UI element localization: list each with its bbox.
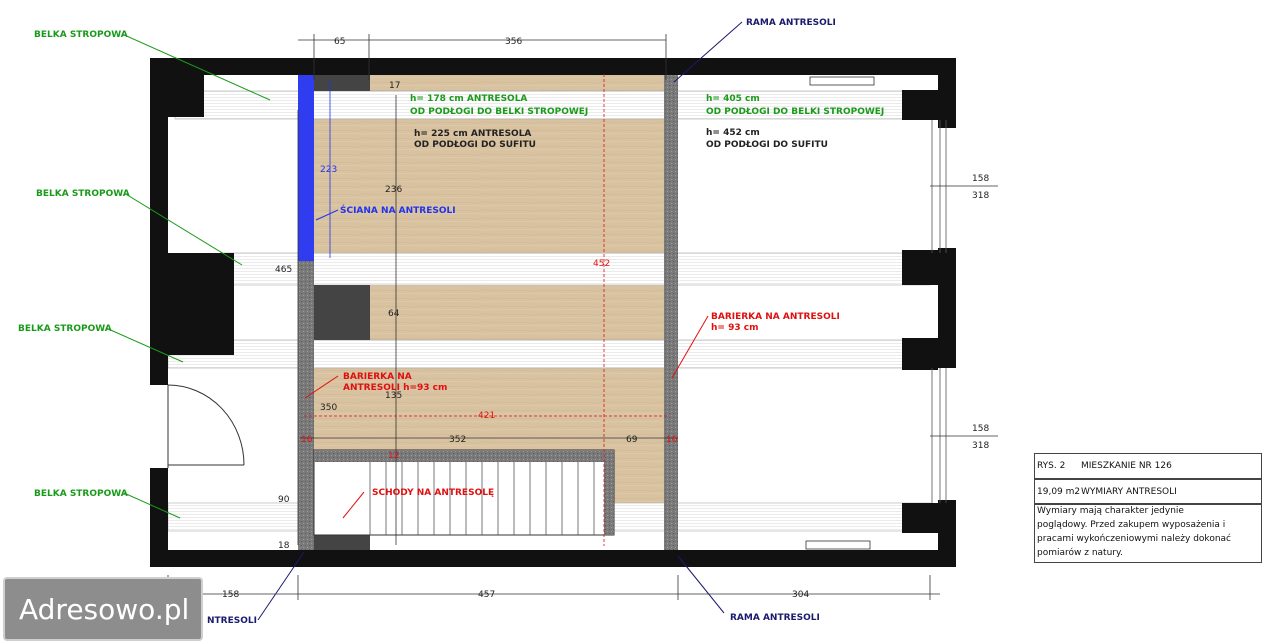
beam-label-top: BELKA STROPOWA (34, 30, 128, 40)
dim-158-right-2: 158 (972, 424, 989, 434)
height-405-line2: OD PODŁOGI DO BELKI STROPOWEJ (706, 107, 884, 117)
note-line-3: pracami wykończeniowymi należy dokonać (1037, 534, 1231, 544)
dim-352: 352 (449, 435, 466, 445)
dim-64: 64 (388, 309, 400, 319)
dim-318-right-1: 318 (972, 191, 989, 201)
beam-label-mid-2: BELKA STROPOWA (18, 324, 112, 334)
dim-16-right: 16 (666, 435, 678, 445)
dim-16-left: 16 (301, 435, 313, 445)
dim-304: 304 (792, 590, 809, 600)
dim-452: 452 (593, 259, 610, 269)
dim-465: 465 (275, 265, 292, 275)
entrance-door (167, 384, 245, 468)
info-box: RYS. 2 MIESZKANIE NR 126 19,09 m2 WYMIAR… (1034, 453, 1262, 563)
disclaimer-note: Wymiary mają charakter jedynie poglądowy… (1034, 503, 1262, 563)
dimension-lines (160, 34, 998, 600)
dim-350: 350 (320, 403, 337, 413)
frame-mid-piece (314, 285, 370, 340)
stairs-frame (314, 450, 614, 462)
note-line-4: pomiarów z natury. (1037, 548, 1123, 558)
beam-mid-1 (219, 252, 931, 286)
dim-90: 90 (278, 495, 290, 505)
stairs-side (604, 450, 614, 535)
frame-label-bottom-left: NTRESOLI (207, 616, 257, 626)
dim-457: 457 (478, 590, 495, 600)
apartment-name: MIESZKANIE NR 126 (1081, 461, 1172, 471)
stair-treads (369, 462, 595, 535)
windows-right (931, 120, 947, 503)
logo-text: Adresowo.pl (19, 593, 190, 626)
height-225-line2: OD PODŁOGI DO SUFITU (414, 140, 536, 150)
dim-421: 421 (478, 411, 495, 421)
height-178-line2: OD PODŁOGI DO BELKI STROPOWEJ (410, 107, 588, 117)
mezzanine-wall (298, 75, 314, 261)
beam-label-mid-1: BELKA STROPOWA (36, 189, 130, 199)
stairs-label: SCHODY NA ANTRESOLĘ (372, 488, 494, 498)
frame-label-bottom: RAMA ANTRESOLI (730, 613, 820, 623)
info-row-1: RYS. 2 MIESZKANIE NR 126 (1034, 453, 1262, 479)
barrier-label-left: BARIERKA NA (343, 372, 412, 382)
leader-lines-red (304, 315, 709, 519)
drawing-number: RYS. 2 (1037, 461, 1066, 471)
mezzanine-floor-mid (314, 285, 664, 340)
barrier-height-left: ANTRESOLI h=93 cm (343, 383, 447, 393)
dim-318-right-2: 318 (972, 441, 989, 451)
height-405-line1: h= 405 cm (706, 94, 760, 104)
frame-right (664, 75, 678, 550)
dim-223: 223 (320, 165, 337, 175)
dim-65: 65 (334, 37, 345, 47)
height-178-line1: h= 178 cm ANTRESOLA (410, 94, 527, 104)
wall-label: ŚCIANA NA ANTRESOLI (340, 204, 456, 216)
frame-top-piece (314, 75, 370, 91)
drawing-title: WYMIARY ANTRESOLI (1081, 487, 1177, 497)
red-dimensions (304, 74, 668, 546)
beam-label-bottom: BELKA STROPOWA (34, 489, 128, 499)
height-225-line1: h= 225 cm ANTRESOLA (414, 129, 531, 139)
note-line-2: poglądowy. Przed zakupem wyposażenia i (1037, 520, 1226, 530)
dim-18: 18 (278, 541, 290, 551)
dim-12: 12 (388, 451, 399, 461)
leader-wall (315, 209, 339, 221)
barrier-label-right: BARIERKA NA ANTRESOLI (711, 312, 840, 322)
outer-walls (150, 58, 956, 567)
dim-236: 236 (385, 185, 402, 195)
dim-17: 17 (389, 81, 400, 91)
height-452-line1: h= 452 cm (706, 128, 760, 138)
frame-bottom-piece (314, 535, 370, 550)
leader-lines-navy (257, 21, 743, 621)
dim-69: 69 (626, 435, 638, 445)
area-value: 19,09 m2 (1037, 487, 1081, 497)
info-row-2: 19,09 m2 WYMIARY ANTRESOLI (1034, 479, 1262, 505)
dim-158-right-1: 158 (972, 174, 989, 184)
frame-label-top: RAMA ANTRESOLI (746, 18, 836, 28)
watermark-logo: Adresowo.pl (3, 577, 203, 641)
radiator-top (809, 76, 875, 86)
dim-158-bottom: 158 (222, 590, 239, 600)
note-line-1: Wymiary mają charakter jedynie (1037, 506, 1184, 516)
dim-356: 356 (505, 37, 522, 47)
height-452-line2: OD PODŁOGI DO SUFITU (706, 140, 828, 150)
dim-135: 135 (385, 391, 402, 401)
beam-mid-2 (167, 339, 931, 369)
leader-lines-green (105, 33, 271, 519)
radiator-bottom (805, 540, 871, 550)
barrier-height-right: h= 93 cm (711, 323, 758, 333)
